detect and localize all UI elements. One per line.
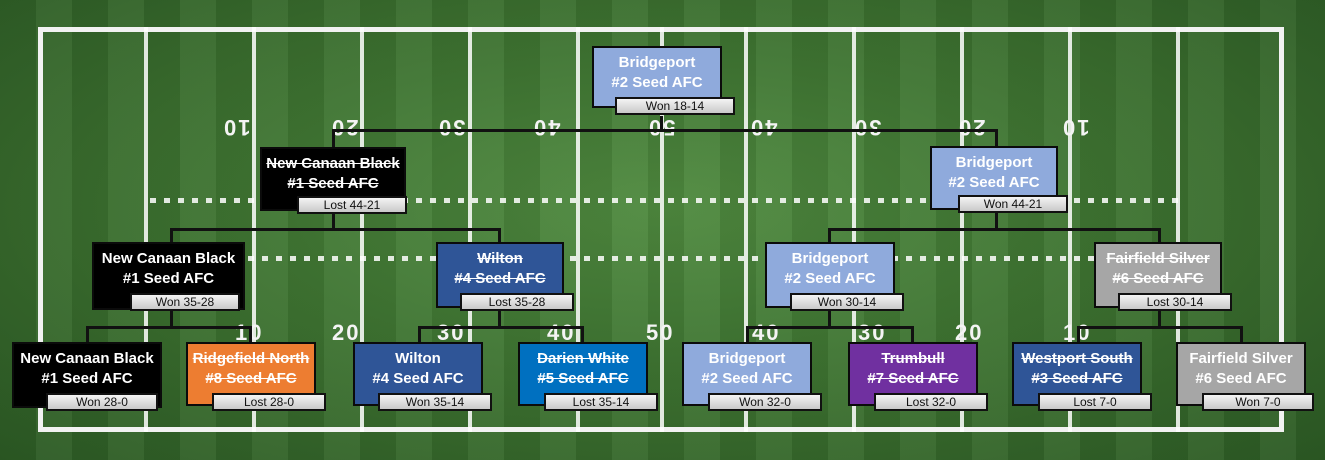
yard-number: 30 [437,320,466,345]
yard-number: 40 [532,115,561,140]
yard-line [576,27,580,432]
team-name: Bridgeport [618,54,696,71]
bracket-line [332,211,335,231]
team-name: Bridgeport [955,154,1033,171]
team-seed: #2 Seed AFC [611,74,703,91]
first-round-result: Lost 28-0 [212,393,326,411]
team-name: Bridgeport [708,350,786,367]
team-name: New Canaan Black [20,350,154,367]
team-name: New Canaan Black [101,250,236,267]
bracket-line [995,129,998,148]
bracket-line [170,311,173,329]
bracket-line [1077,326,1080,343]
team-seed: #6 Seed AFC [1112,270,1204,287]
team-seed: #1 Seed AFC [41,370,133,387]
yard-number: 10 [235,320,263,346]
yard-line [744,27,748,432]
team-seed: #2 Seed AFC [784,270,876,287]
yard-number: 10 [1061,115,1090,140]
bracket-line [1158,228,1161,243]
team-seed: #5 Seed AFC [537,370,629,387]
bracket-line [828,311,831,329]
yard-number: 30 [437,115,466,140]
team-seed: #3 Seed AFC [1031,370,1123,387]
final-result: Won 18-14 [615,97,735,115]
hash-marks [150,256,1180,261]
team-name: Fairfield Silver [1106,250,1210,267]
yard-number: 30 [858,320,887,345]
bracket-line [581,326,584,343]
team-name: Trumbull [881,350,945,367]
semifinal-result: Lost 44-21 [297,196,407,214]
bracket-line [828,228,831,243]
yard-line [1176,27,1180,432]
bracket-line [746,326,749,343]
bracket-line [332,129,997,132]
team-name: Wilton [477,250,523,267]
yard-number: 10 [1063,320,1091,346]
team-seed: #8 Seed AFC [205,370,297,387]
first-round-result: Lost 32-0 [874,393,988,411]
bracket-line [995,211,998,231]
yard-number: 20 [955,320,984,345]
yard-number: 20 [957,115,986,140]
bracket-line [1077,326,1242,329]
team-seed: #2 Seed AFC [948,174,1040,191]
team-seed: #1 Seed AFC [287,175,379,192]
first-round-result: Won 7-0 [1202,393,1314,411]
team-name: Darien White [537,350,629,367]
team-name: Bridgeport [791,250,869,267]
yard-number: 40 [749,115,778,140]
bracket-line [418,326,583,329]
yard-number: 40 [752,320,781,345]
quarterfinal-result: Won 30-14 [790,293,904,311]
bracket-line [746,326,913,329]
bracket-line [249,326,252,343]
team-name: Westport South [1021,350,1133,367]
bracket-line [498,311,501,329]
bracket-line [828,228,1160,231]
bracket-line [1158,311,1161,329]
yard-line [660,27,664,432]
quarterfinal-result: Lost 35-28 [460,293,574,311]
first-round-result: Won 28-0 [46,393,158,411]
bracket-line [418,326,421,343]
quarterfinal-result: Won 35-28 [130,293,240,311]
team-seed: #4 Seed AFC [454,270,546,287]
team-seed: #4 Seed AFC [372,370,464,387]
yard-number: 30 [853,115,882,140]
team-name: Ridgefield North [192,350,310,367]
team-seed: #2 Seed AFC [701,370,793,387]
yard-line [144,27,148,432]
semifinal-result: Won 44-21 [958,195,1068,213]
yard-number: 10 [222,115,251,140]
bracket-line [1240,326,1243,343]
bracket-line [170,228,500,231]
team-seed: #7 Seed AFC [867,370,959,387]
bracket-line [170,228,173,243]
yard-number: 40 [547,320,576,345]
bracket-line [660,116,663,132]
first-round-result: Lost 35-14 [544,393,658,411]
bracket-line [332,129,335,149]
yard-number: 20 [332,320,361,345]
team-seed: #6 Seed AFC [1195,370,1287,387]
team-seed: #1 Seed AFC [122,270,215,287]
team-name: Fairfield Silver [1189,350,1293,367]
first-round-result: Won 35-14 [378,393,492,411]
first-round-result: Lost 7-0 [1038,393,1152,411]
first-round-result: Won 32-0 [708,393,822,411]
bracket-line [86,326,251,329]
team-name: Wilton [395,350,441,367]
yard-number: 50 [646,320,675,345]
hash-marks [150,198,1180,203]
bracket-line [498,228,501,243]
quarterfinal-result: Lost 30-14 [1118,293,1232,311]
bracket-line [86,326,89,343]
bracket-line [911,326,914,343]
team-name: New Canaan Black [266,155,400,172]
